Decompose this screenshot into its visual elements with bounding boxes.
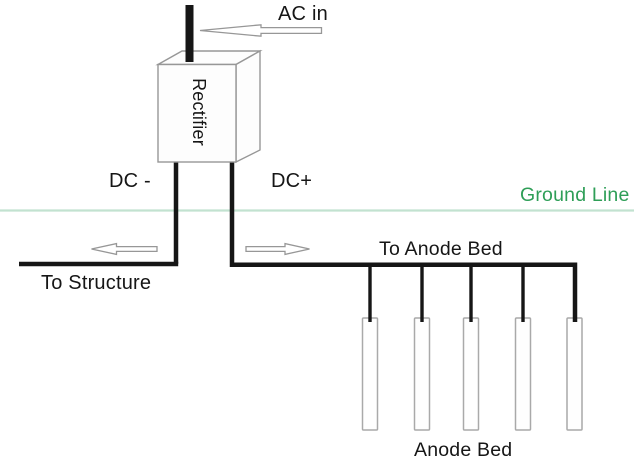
dc-minus-label: DC -: [109, 170, 151, 192]
ac-cable: [185, 5, 194, 62]
anode: [413, 317, 431, 431]
rectifier-label: Rectifier: [189, 78, 209, 146]
to-structure-label: To Structure: [41, 272, 152, 294]
rectifier-box-side: [235, 49, 261, 164]
anode-header-wire: [229, 162, 578, 322]
anode: [361, 317, 379, 431]
anode: [462, 317, 480, 431]
anode: [566, 317, 583, 431]
anode-lead-wires: [368, 263, 525, 322]
ac-in-label: AC in: [278, 3, 328, 25]
ground-line-label: Ground Line: [520, 184, 630, 206]
to-structure-arrow: [91, 242, 158, 256]
dc-plus-label: DC+: [271, 170, 313, 192]
to-anode-bed-label: To Anode Bed: [379, 238, 503, 260]
to-anode-bed-arrow: [245, 242, 310, 256]
anode-bed-label: Anode Bed: [414, 439, 513, 460]
anode: [514, 317, 532, 431]
rectifier-box-front: [157, 63, 237, 163]
anode-bed-group: [361, 317, 583, 431]
ac-in-arrow: [199, 24, 323, 37]
rectifier-box: [155, 49, 263, 164]
